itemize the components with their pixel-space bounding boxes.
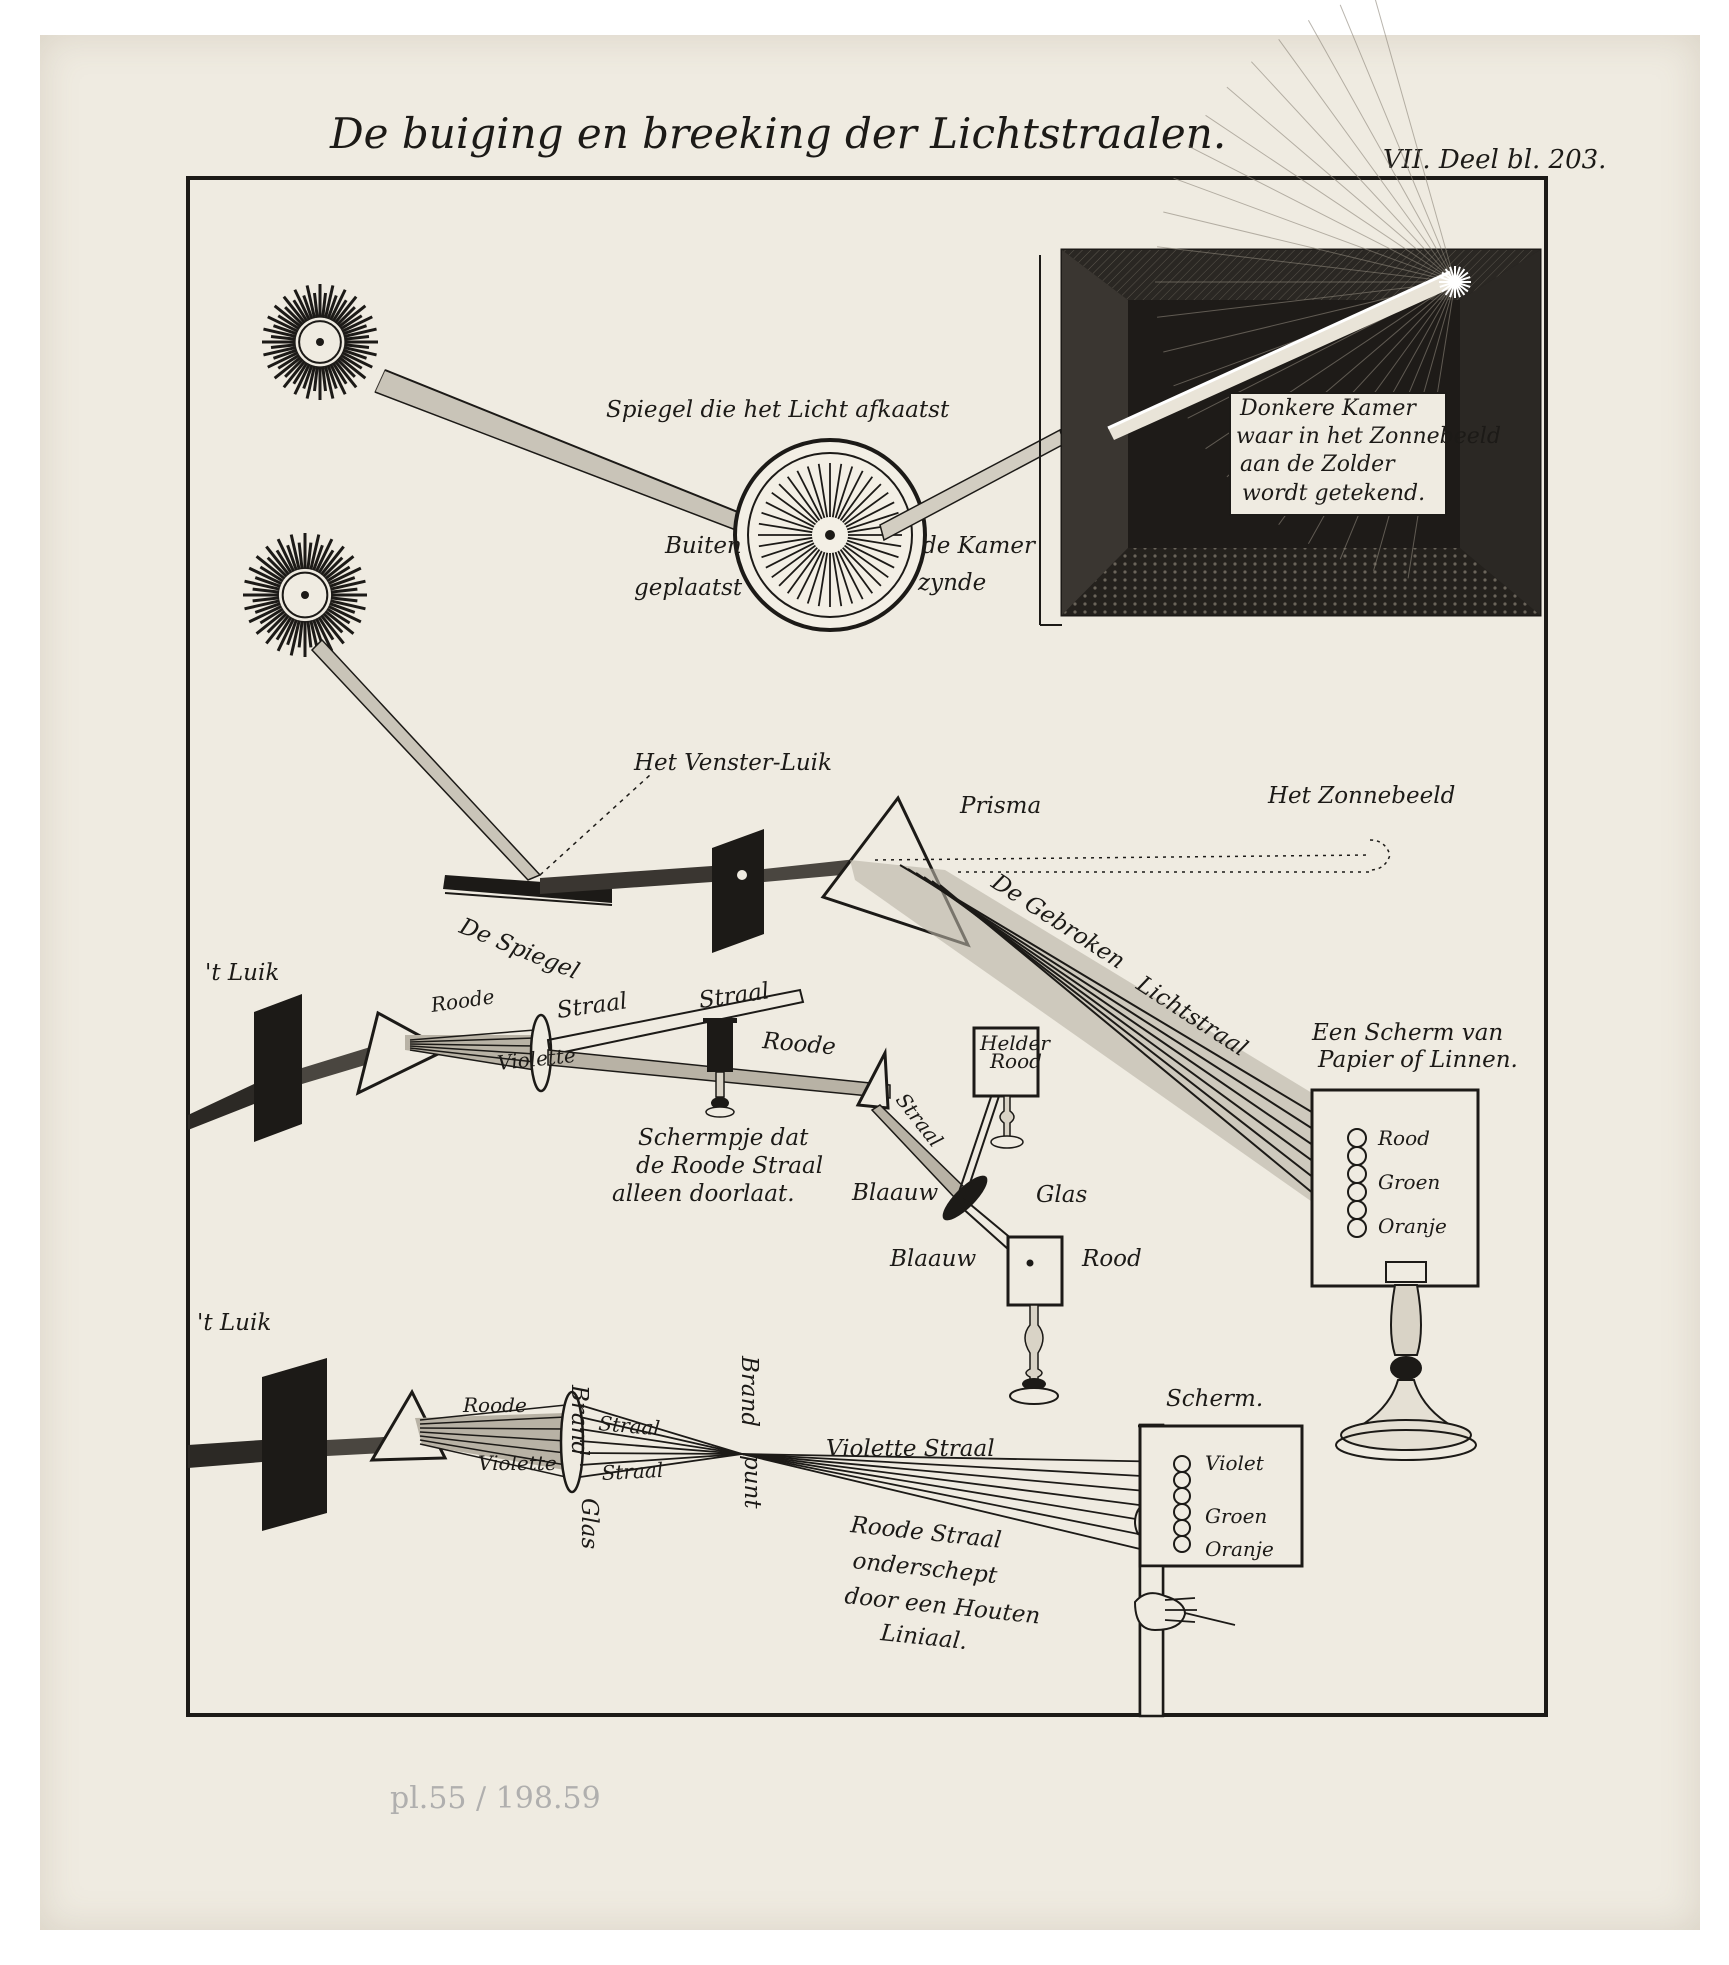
label-helder: Helder — [979, 1031, 1051, 1055]
ruler-line-3: door een Houten — [843, 1583, 1041, 1629]
pencil-mark: pl.55 / 198.59 — [390, 1781, 601, 1816]
paper-screen — [1310, 1088, 1480, 1288]
room-line-3: aan de Zolder — [1240, 452, 1396, 477]
label-brand-4: Brand — [566, 1384, 592, 1456]
sun-icon — [243, 533, 367, 657]
room-line-4: wordt getekend. — [1242, 481, 1425, 506]
shutter-4 — [262, 1358, 327, 1531]
window-shutter — [712, 829, 764, 953]
room-caption-box — [1229, 392, 1447, 516]
label-helder-rood: Rood — [989, 1049, 1042, 1073]
label-zynde: zynde — [917, 570, 986, 596]
label-scherm-4: Scherm. — [1166, 1386, 1263, 1412]
page-reference: VII. Deel bl. 203. — [1383, 145, 1606, 175]
figure-3-lens-screens: 't Luik Roode Straal Straal Violette Roo… — [188, 960, 1142, 1405]
prism-3 — [355, 1010, 450, 1096]
color-oranje: Oranje — [1378, 1214, 1447, 1238]
shutter-3 — [254, 994, 302, 1142]
label-luik-3: 't Luik — [205, 960, 279, 986]
room-line-2: waar in het Zonnebeeld — [1236, 424, 1501, 449]
label-buiten: Buiten — [664, 533, 742, 559]
small-screen — [707, 1020, 733, 1072]
color-oranje-4: Oranje — [1205, 1537, 1274, 1561]
label-schermpje-3: alleen doorlaat. — [612, 1181, 795, 1207]
label-straal-4b: Straal — [601, 1458, 664, 1485]
ruler-line-1: Roode Straal — [848, 1512, 1002, 1554]
color-rood: Rood — [1377, 1126, 1430, 1150]
label-straal-3a: Straal — [555, 988, 629, 1024]
ruler-line-2: onderschept — [851, 1548, 999, 1589]
plate-title: De buiging en breeking der Lichtstraalen… — [329, 109, 1226, 158]
label-blaauw-3: Blaauw — [851, 1180, 938, 1206]
label-blaauw-3b: Blaauw — [889, 1246, 976, 1272]
label-rood-3: Rood — [1081, 1246, 1142, 1272]
label-violette-straal: Violette Straal — [826, 1436, 995, 1462]
label-roode-3b: Roode — [760, 1028, 836, 1060]
label-straal-3c: Straal — [891, 1088, 948, 1151]
label-glas-3: Glas — [1036, 1182, 1087, 1208]
label-de-kamer: de Kamer — [922, 533, 1037, 559]
label-brandpunt-1: Brand — [736, 1355, 762, 1427]
figure-4-focal-point: 't Luik Brand Glas Brand punt Roode Stra… — [188, 1310, 1304, 1718]
figure-2-prism-spectrum: Het Venster-Luik Prisma Het Zonnebeeld D… — [243, 533, 1518, 1461]
label-luik-4: 't Luik — [197, 1310, 271, 1336]
label-straal-3b: Straal — [697, 978, 771, 1014]
label-roode-4: Roode — [462, 1393, 527, 1417]
label-roode-3: Roode — [428, 984, 495, 1017]
screen-blue — [1006, 1235, 1064, 1307]
prism-3b — [855, 1047, 890, 1110]
label-violette-4: Violette — [478, 1451, 557, 1475]
ruler-line-4: Liniaal. — [878, 1620, 968, 1655]
label-brandpunt-2: punt — [739, 1455, 765, 1509]
label-shutter: Het Venster-Luik — [633, 750, 832, 776]
color-groen: Groen — [1378, 1170, 1440, 1194]
label-sun-image: Het Zonnebeeld — [1267, 783, 1455, 809]
screen-helder-rood — [972, 1026, 1040, 1098]
label-prism: Prisma — [959, 793, 1041, 819]
label-glas-4: Glas — [576, 1498, 602, 1549]
color-groen-4: Groen — [1205, 1504, 1267, 1528]
label-geplaatst: geplaatst — [634, 575, 743, 601]
mirror-caption: Spiegel die het Licht afkaatst — [606, 397, 950, 423]
figure-1-mirror-camera: Spiegel die het Licht afkaatst Buiten ge… — [262, 0, 1542, 632]
label-screen-1: Een Scherm van — [1311, 1020, 1503, 1046]
sun-icon — [262, 284, 378, 400]
color-violet: Violet — [1205, 1451, 1265, 1475]
label-straal-4a: Straal — [598, 1411, 661, 1440]
label-schermpje-1: Schermpje dat — [638, 1125, 809, 1151]
screen-stand — [1335, 1261, 1477, 1461]
label-schermpje-2: de Roode Straal — [636, 1153, 823, 1179]
room-line-1: Donkere Kamer — [1239, 396, 1417, 421]
label-screen-2: Papier of Linnen. — [1317, 1047, 1518, 1073]
mirror-strip — [443, 875, 612, 903]
plate-border — [186, 176, 1548, 1717]
label-mirror: De Spiegel — [455, 913, 583, 985]
